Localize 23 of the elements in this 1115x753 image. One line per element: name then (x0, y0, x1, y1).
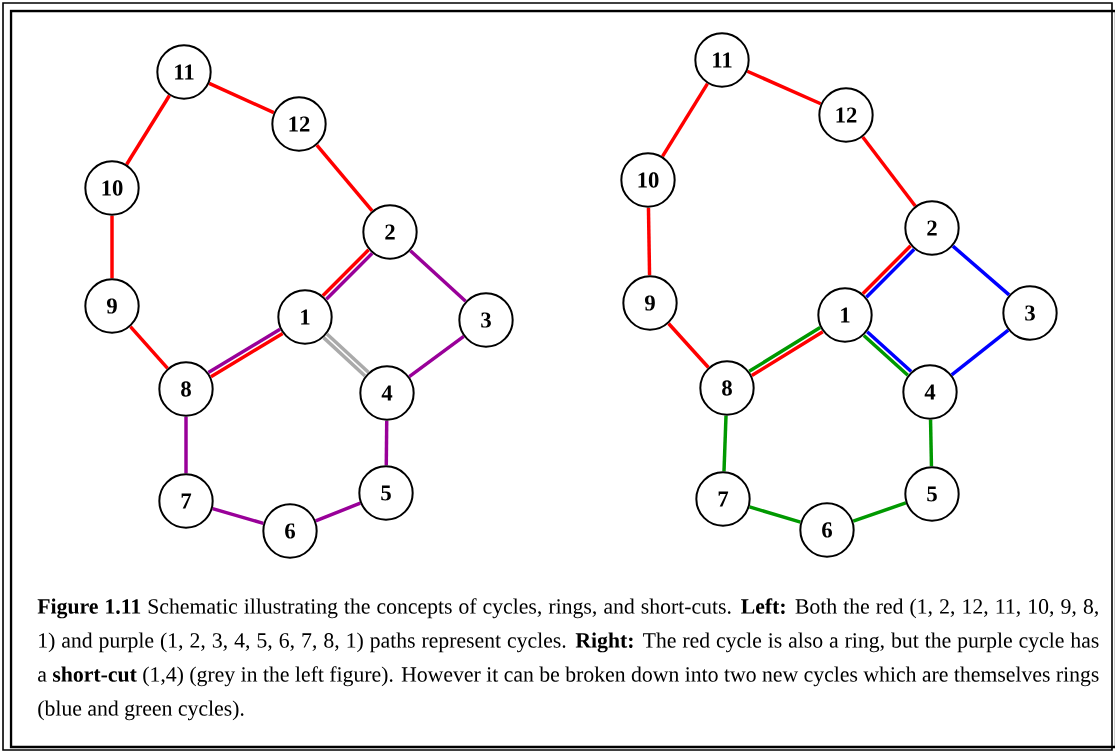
edge-line (646, 207, 652, 276)
edge-line (722, 415, 728, 472)
edge-line (315, 501, 361, 523)
edge-line (409, 249, 467, 303)
edge-line (110, 215, 114, 279)
edge-line (861, 135, 917, 208)
caption: Figure 1.11 Schematic illustrating the concepts of cycles, rings, and short-cuts. Left: Both the red (1, 2, 12, 11, 10, 9, 8, 1) and purple (1, 2, 3, 4, 5, 6, 7, 8, 1) paths represent cycles. Right: The red cycle is also a ring, but the purple cycle has a short-cut (1,4) (grey in the left figure). However it can be broken down into two new cycles which are themselves rings (blue and green cycles). (37, 598, 1099, 721)
edge-line (125, 94, 171, 166)
edge-line (212, 507, 264, 525)
edge-line (129, 325, 169, 370)
edge-line (951, 244, 1011, 297)
edge-line (746, 69, 822, 106)
edge-line (184, 416, 188, 474)
edge-line (928, 419, 934, 467)
edge-line (661, 82, 709, 158)
edge-line (950, 328, 1010, 377)
edge-line (208, 81, 275, 115)
edge-line (315, 144, 374, 212)
edge-line (384, 420, 389, 466)
edge-line (852, 501, 907, 523)
edge-line (408, 335, 465, 378)
edge-line (749, 505, 801, 524)
edge-line (667, 322, 710, 369)
